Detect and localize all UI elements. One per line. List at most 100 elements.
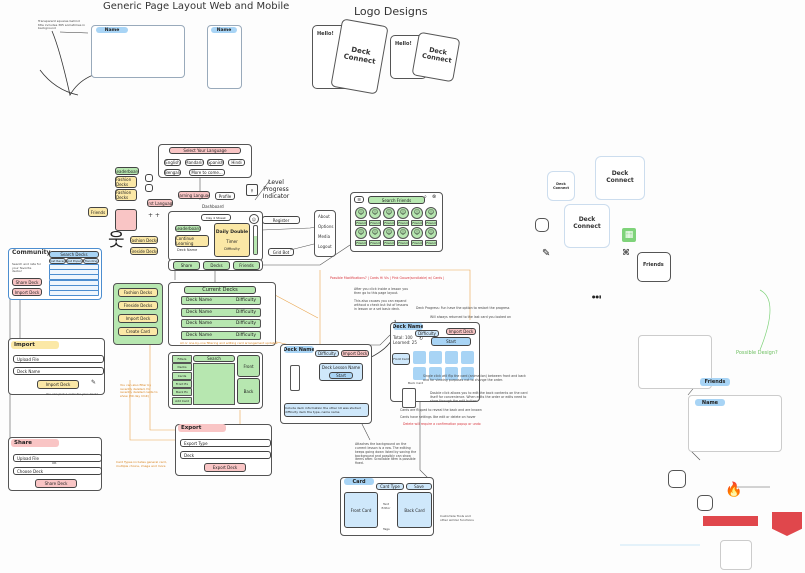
edit-icon[interactable]: ✎ xyxy=(542,248,551,259)
filter-item[interactable]: Add Card xyxy=(172,396,192,405)
nav-share[interactable]: Share xyxy=(173,261,200,270)
share-upload[interactable]: Upload File xyxy=(13,454,102,462)
search-friends[interactable]: Search Friends xyxy=(368,196,425,204)
deck-detail-scroll[interactable] xyxy=(290,365,300,391)
restart-icon[interactable]: ↻ xyxy=(419,336,424,342)
export-type[interactable]: Export Type xyxy=(180,439,271,447)
menu-fashion1[interactable]: Fashion Decks xyxy=(115,176,137,188)
deck-detail-start[interactable]: Start xyxy=(329,372,353,379)
export-deck[interactable]: Deck xyxy=(180,451,271,459)
friend-tile[interactable]: ☺Friend xyxy=(369,227,381,246)
lang-bengali[interactable]: Bengali xyxy=(164,169,181,176)
decks-fashion[interactable]: Fashion Decks xyxy=(118,288,158,297)
import-upload[interactable]: Upload File xyxy=(13,355,104,363)
friend-tile[interactable]: ☺Friend xyxy=(397,207,409,226)
decks-create[interactable]: Create Card xyxy=(118,327,158,336)
decks-fireside[interactable]: Fireside Decks xyxy=(118,301,158,310)
filter-item[interactable]: Front Ex xyxy=(172,379,192,388)
study-card[interactable] xyxy=(445,367,458,380)
menu-fashion2[interactable]: Fashion Decks xyxy=(115,189,137,201)
search-icon[interactable]: ⌕ xyxy=(424,194,427,200)
table-search[interactable]: Search xyxy=(193,355,235,362)
study-card[interactable] xyxy=(413,351,426,364)
filter-item[interactable]: Back Ex xyxy=(172,388,192,397)
export-button[interactable]: Export Deck xyxy=(204,463,246,472)
nav-friends[interactable]: Friends xyxy=(233,261,260,270)
card-tags[interactable]: Tags xyxy=(383,527,390,531)
dashboard-leaderboard[interactable]: Leaderboard xyxy=(175,225,201,232)
study-card[interactable] xyxy=(413,367,426,380)
deck-view-start[interactable]: Start xyxy=(431,337,471,346)
study-card[interactable] xyxy=(429,367,442,380)
friend-tile[interactable]: ☺Friend xyxy=(425,207,437,226)
study-card[interactable] xyxy=(461,367,474,380)
community-row[interactable] xyxy=(49,290,99,296)
daily-double-card[interactable]: Daily Double Timer Difficulty xyxy=(214,223,250,257)
import-deck-name[interactable]: Deck Name xyxy=(13,367,104,375)
toggle-icons[interactable]: ●●▮ xyxy=(592,294,602,299)
lang-mandarin[interactable]: Mandarin xyxy=(185,159,204,166)
decks-import[interactable]: Import Deck xyxy=(118,314,158,323)
share-choose[interactable]: Choose Deck xyxy=(13,467,102,475)
fireside-decks-side[interactable]: Fireside Decks xyxy=(130,247,158,255)
lang-hindi[interactable]: Hindi xyxy=(228,159,245,166)
card-type[interactable]: Card Type xyxy=(376,483,404,490)
community-search[interactable]: Search Decks xyxy=(49,251,99,258)
lang-spanish[interactable]: Spanish xyxy=(207,159,224,166)
card-save[interactable]: Save xyxy=(406,483,432,490)
back-card-preview[interactable] xyxy=(402,388,416,408)
friend-tile[interactable]: ☺Friend xyxy=(383,227,395,246)
friend-tile[interactable]: ☺Friend xyxy=(355,227,367,246)
deck-view-front[interactable]: Front Card xyxy=(392,353,410,365)
filter-item[interactable]: Filters xyxy=(172,355,192,363)
tab-recent[interactable]: Most Recent xyxy=(49,258,66,264)
continue-learning[interactable]: Continue Learning xyxy=(175,235,209,247)
nav-decks[interactable]: Decks xyxy=(203,261,230,270)
import-button[interactable]: Import Deck xyxy=(37,380,79,389)
filter-item[interactable]: Cards xyxy=(172,371,192,380)
deck-row-difficulty: Difficulty xyxy=(235,332,256,338)
tab-trending[interactable]: Trending xyxy=(83,258,99,264)
tab-popular[interactable]: Most Popular xyxy=(66,258,83,264)
card-front[interactable]: Front Card xyxy=(344,492,378,528)
community-import[interactable]: Import Deck xyxy=(12,288,42,296)
side-options[interactable]: Options xyxy=(318,224,334,229)
community-share[interactable]: Share Deck xyxy=(12,278,42,286)
lang-english[interactable]: English xyxy=(164,159,181,166)
side-logout[interactable]: Logout xyxy=(318,244,332,249)
friend-tile[interactable]: ☺Friend xyxy=(383,207,395,226)
friend-tile[interactable]: ☺Friend xyxy=(411,227,423,246)
friend-tile[interactable]: ☺Friend xyxy=(369,207,381,226)
study-card[interactable] xyxy=(429,351,442,364)
deck-detail-import[interactable]: Import Deck xyxy=(341,350,369,357)
friend-tile[interactable]: ☺Friend xyxy=(355,207,367,226)
card-back[interactable]: Back Card xyxy=(397,492,432,528)
deck-lesson-card[interactable]: Deck Lesson Name Start xyxy=(319,363,363,381)
friend-tile[interactable]: ☺Friend xyxy=(425,227,437,246)
share-button[interactable]: Share Deck xyxy=(35,479,77,488)
avatar-icon[interactable]: ☺ xyxy=(249,214,259,224)
friend-tile[interactable]: ☺Friend xyxy=(411,207,423,226)
study-card[interactable] xyxy=(461,351,474,364)
deck-view-import[interactable]: Import Deck xyxy=(446,328,476,335)
menu-friends[interactable]: Friends xyxy=(88,207,108,217)
friend-tile[interactable]: ☺Friend xyxy=(397,227,409,246)
study-card[interactable] xyxy=(445,351,458,364)
menu-leaderboard[interactable]: Leaderboard xyxy=(115,167,139,175)
close-icon[interactable]: ⊗ xyxy=(432,194,437,200)
text-editor[interactable]: Text Editor xyxy=(381,502,391,510)
fashion-decks-side[interactable]: Fashion Decks xyxy=(130,236,158,244)
filter-item[interactable]: Decks xyxy=(172,363,192,372)
learning-language[interactable]: Learning Language xyxy=(178,191,210,199)
friends-menu[interactable]: ☰ xyxy=(354,196,364,203)
profile-button[interactable]: Profile xyxy=(215,192,235,200)
first-language[interactable]: First Language xyxy=(147,199,173,207)
side-about[interactable]: About xyxy=(318,214,330,219)
register-button[interactable]: Register xyxy=(262,216,300,224)
side-media[interactable]: Media xyxy=(318,234,331,239)
pencil-icon[interactable]: ✎ xyxy=(91,379,97,386)
